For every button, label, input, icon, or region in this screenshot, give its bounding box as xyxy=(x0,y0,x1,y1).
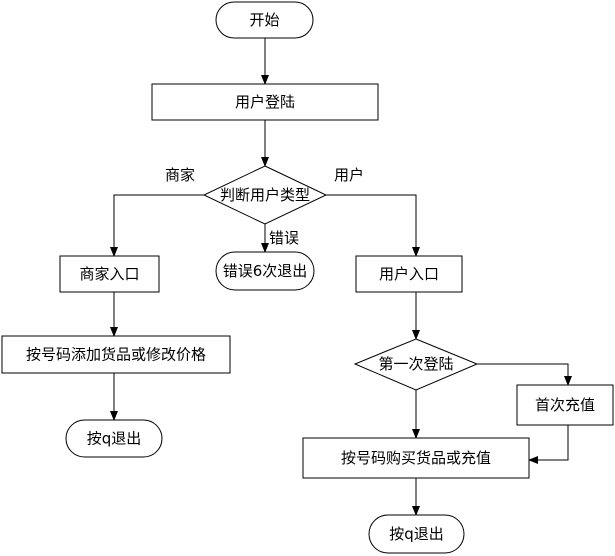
node-login-label: 用户登陆 xyxy=(235,93,295,111)
node-first-recharge-label: 首次充值 xyxy=(535,396,595,414)
node-user-entry xyxy=(355,255,463,293)
node-merchant-entry-label: 商家入口 xyxy=(79,265,139,283)
node-start xyxy=(215,1,314,39)
node-merchant-action-label: 按号码添加货品或修改价格 xyxy=(26,346,206,364)
node-judge xyxy=(202,165,328,225)
node-user-action xyxy=(302,437,530,479)
node-merchant-quit xyxy=(65,419,163,458)
edge-label-merchant: 商家 xyxy=(165,166,195,184)
node-first-login-label: 第一次登陆 xyxy=(378,355,453,373)
node-merchant-entry xyxy=(59,255,160,293)
node-start-label: 开始 xyxy=(249,11,279,29)
edge-label-error: 错误 xyxy=(269,229,299,247)
node-merchant-action xyxy=(1,335,231,374)
edge-judge-merchant xyxy=(110,194,204,257)
node-merchant-quit-label: 按q退出 xyxy=(87,430,142,448)
node-first-login xyxy=(353,338,479,391)
edge-recharge-user-action xyxy=(528,425,569,464)
node-user-action-label: 按号码购买货品或充值 xyxy=(341,449,491,467)
edge-first-login-recharge xyxy=(477,363,572,386)
node-user-quit xyxy=(368,514,465,554)
edge-label-user: 用户 xyxy=(334,166,364,184)
node-first-recharge xyxy=(516,384,614,426)
node-error-exit-label: 错误6次退出 xyxy=(223,262,308,280)
node-user-entry-label: 用户入口 xyxy=(379,265,439,283)
node-error-exit xyxy=(215,251,315,291)
edge-judge-user xyxy=(326,194,420,257)
node-user-quit-label: 按q退出 xyxy=(389,525,444,543)
node-login xyxy=(151,83,379,121)
node-judge-label: 判断用户类型 xyxy=(220,186,310,204)
